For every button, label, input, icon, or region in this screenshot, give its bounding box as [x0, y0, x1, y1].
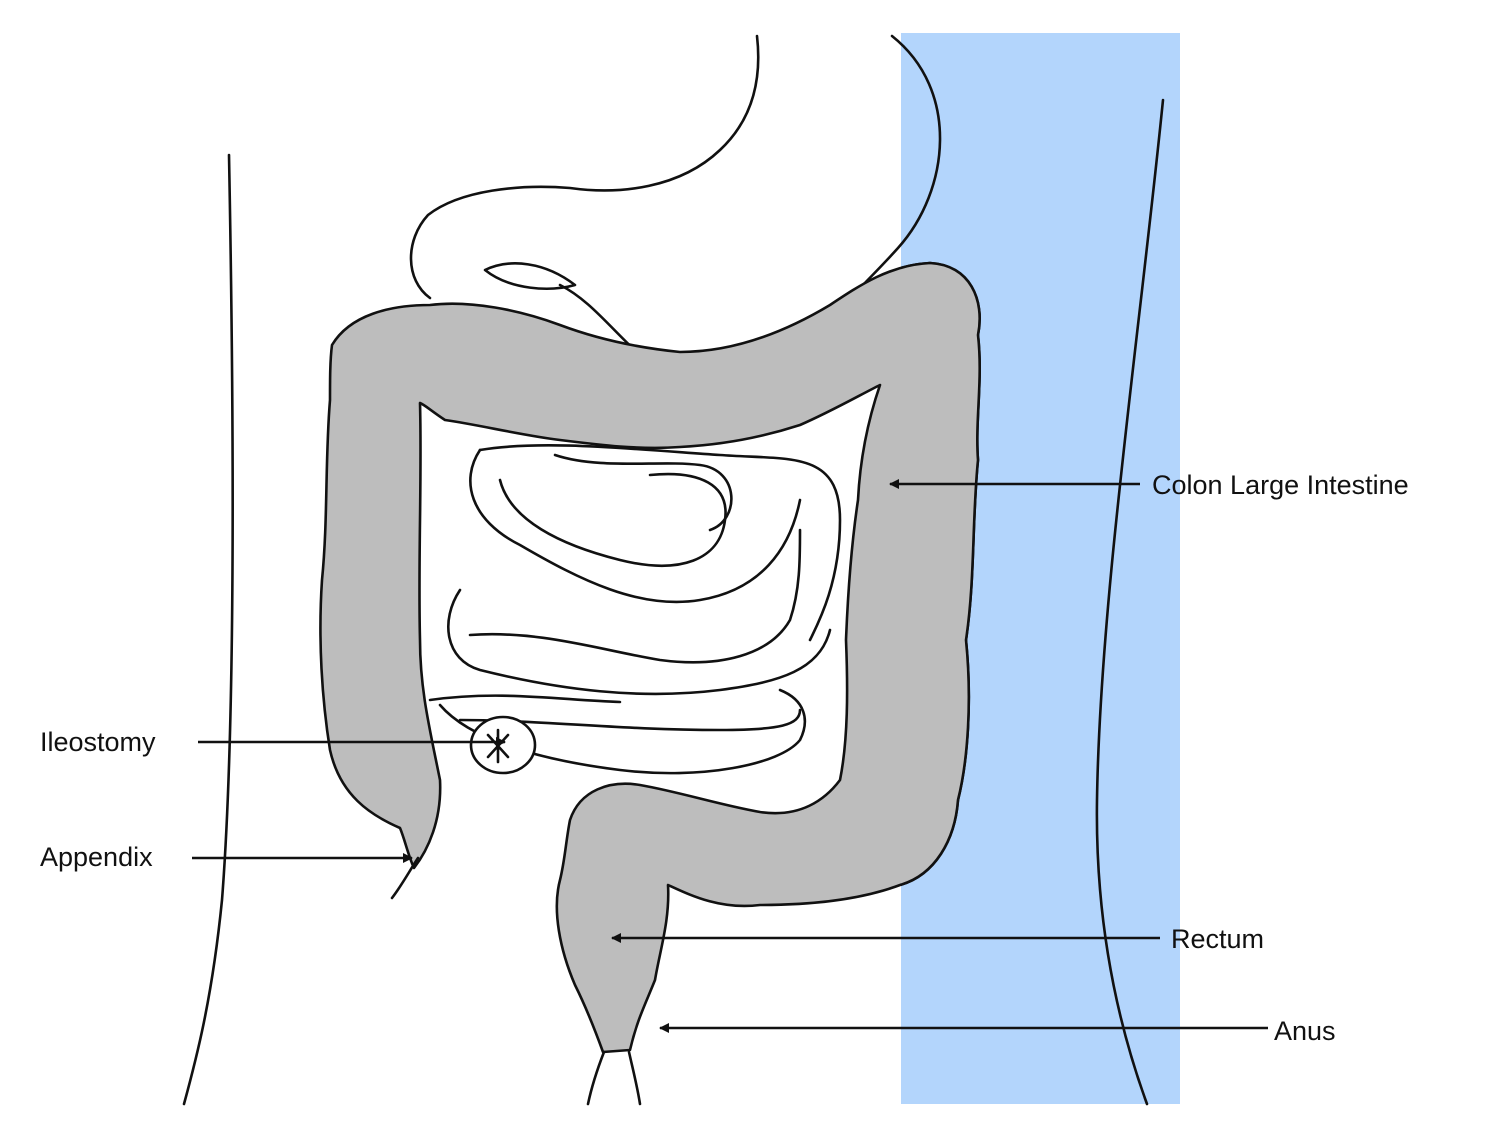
- stomach-outline-right: [844, 34, 942, 304]
- label-rectum: Rectum: [1171, 924, 1264, 954]
- body-outline-right: [1095, 98, 1165, 1106]
- body-outline-left: [182, 153, 235, 1106]
- colon: [319, 261, 981, 1054]
- anal-canal-right: [627, 1050, 642, 1106]
- label-colon: Colon Large Intestine: [1152, 470, 1409, 500]
- appendix: [390, 856, 420, 900]
- label-anus: Anus: [1274, 1016, 1336, 1046]
- stomach-outline: [409, 34, 760, 300]
- anal-canal: [586, 1050, 606, 1106]
- stomach-pylorus: [483, 262, 577, 290]
- ileostomy-stoma: [469, 715, 537, 775]
- label-appendix: Appendix: [40, 842, 153, 872]
- label-ileostomy: Ileostomy: [40, 727, 156, 757]
